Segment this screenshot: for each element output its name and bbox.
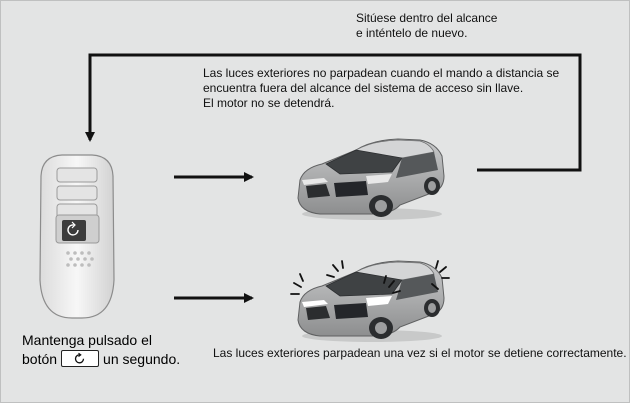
inline-remote-start-button: [61, 350, 100, 367]
out-of-range-note: Las luces exteriores no parpadean cuando…: [203, 66, 559, 111]
remote-engine-start-icon: [74, 354, 85, 364]
car-no-flash: [297, 138, 445, 220]
success-note: Las luces exteriores parpadean una vez s…: [213, 346, 627, 360]
press-instruction-before: botón: [22, 351, 58, 367]
return-arrow: [85, 53, 582, 172]
press-instruction-after: un segundo.: [103, 351, 181, 367]
fob-dots: [66, 251, 94, 267]
out-of-range-line-3: El motor no se detendrá.: [203, 96, 335, 110]
car-flash: [290, 260, 450, 342]
out-of-range-line-2: encuentra fuera del alcance del sistema …: [203, 81, 524, 95]
remote-engine-start-icon: [67, 224, 79, 236]
key-fob: [39, 154, 115, 319]
remote-start-button: [62, 220, 86, 241]
press-instruction-line-2: botón un segundo.: [22, 350, 180, 369]
retry-note: Sitúese dentro del alcance e inténtelo d…: [356, 11, 497, 41]
out-of-range-line-1: Las luces exteriores no parpadean cuando…: [203, 66, 560, 80]
press-instruction-line-1: Mantenga pulsado el: [22, 332, 152, 348]
retry-note-line-2: e inténtelo de nuevo.: [356, 26, 468, 40]
light-flash-icon: [290, 260, 450, 295]
retry-note-line-1: Sitúese dentro del alcance: [356, 11, 498, 25]
press-instruction: Mantenga pulsado el botón un segundo.: [22, 331, 180, 369]
